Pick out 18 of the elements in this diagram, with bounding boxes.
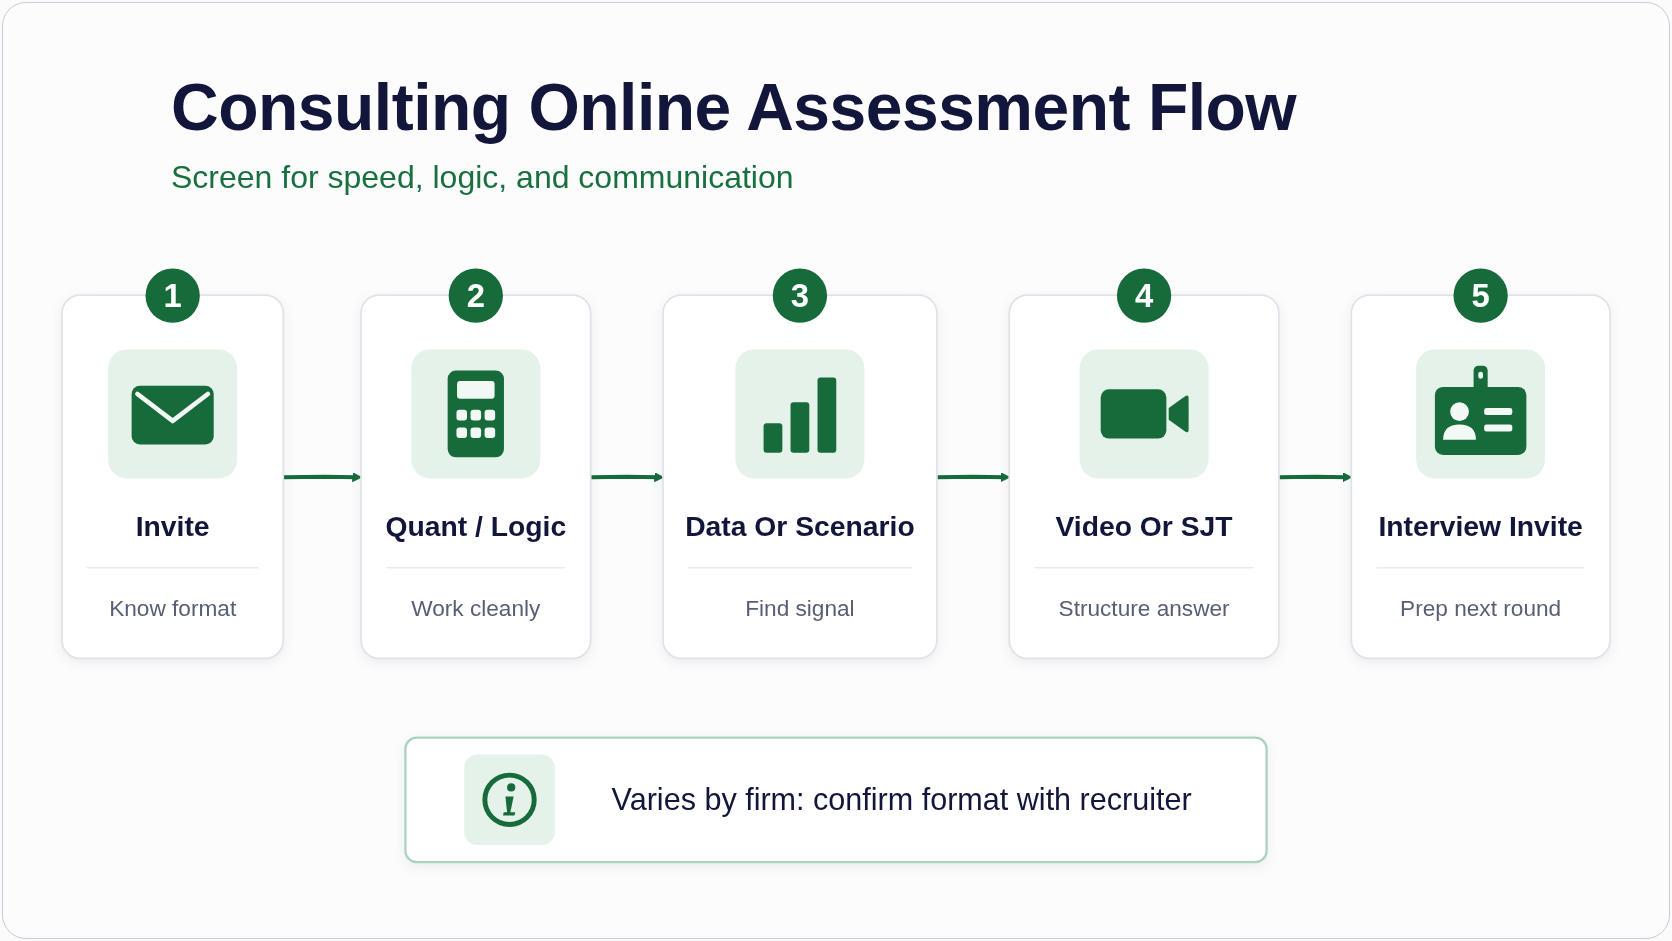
step-title: Data Or Scenario [684,508,916,542]
title: Consulting Online Assessment Flow [171,69,1297,145]
step-description: Find signal [687,566,912,623]
step-title: Interview Invite [1377,508,1584,542]
number-badge: 5 [1453,267,1508,323]
step-title: Quant / Logic [384,508,568,542]
step-description: Work cleanly [385,566,566,623]
number-badge: 4 [1116,267,1172,323]
note-text: Varies by firm: confirm format with recruiter [611,781,1192,819]
number-badge: 1 [145,267,200,323]
step-title: Video Or SJT [1054,508,1234,542]
number-badge: 2 [448,267,503,323]
step-title: Invite [134,508,211,542]
number-badge: 3 [772,267,828,323]
step-description: Prep next round [1376,566,1586,623]
step-description: Structure answer [1034,566,1254,623]
subtitle: Screen for speed, logic, and communication [171,159,794,196]
step-description: Know format [86,566,259,623]
